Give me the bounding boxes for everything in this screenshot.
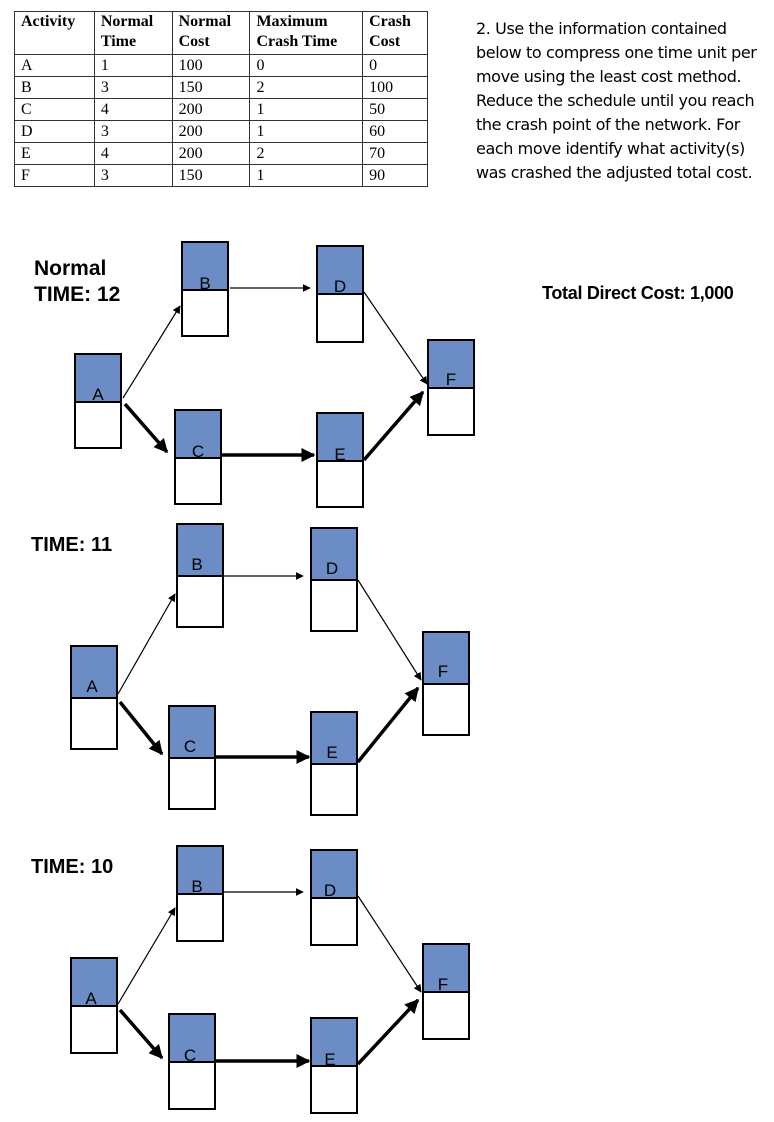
- arrow-a-b: [117, 593, 176, 695]
- header-activity: Activity: [14, 11, 95, 55]
- activity-node-e: E: [310, 1017, 358, 1114]
- activity-node-e: E: [310, 711, 358, 816]
- node-label: E: [334, 445, 345, 464]
- activity-node-e: E: [316, 412, 364, 508]
- table-row: C 4 200 1 50: [14, 98, 428, 121]
- node-label: A: [92, 385, 104, 404]
- node-label: C: [184, 737, 196, 756]
- table-row: F 3 150 1 90: [14, 164, 428, 187]
- node-label: A: [86, 677, 98, 696]
- table-cell: 200: [171, 98, 251, 121]
- node-label: B: [199, 274, 210, 293]
- node-label: F: [438, 975, 448, 994]
- activity-node-a: A: [74, 353, 122, 449]
- node-label: D: [326, 559, 338, 578]
- node-label: E: [324, 1050, 335, 1069]
- arrow-a-b: [122, 305, 181, 399]
- normal-time-label: Normal TIME: 12: [34, 257, 121, 306]
- activity-node-d: D: [316, 245, 364, 343]
- activity-node-c: C: [168, 705, 216, 810]
- activity-node-a: A: [70, 645, 118, 750]
- table-cell: 100: [171, 54, 251, 77]
- activity-node-c: C: [174, 409, 222, 505]
- node-label: C: [192, 442, 204, 461]
- table-cell: F: [14, 164, 95, 187]
- arrow-d-f: [357, 579, 422, 681]
- node-label: B: [191, 555, 202, 574]
- arrow-e-f: [356, 686, 420, 764]
- activity-node-f: F: [427, 339, 475, 436]
- arrow-a-b: [117, 907, 176, 1005]
- node-label: A: [85, 989, 97, 1008]
- arrow-e-f: [362, 390, 425, 462]
- arrow-a-c: [118, 700, 164, 756]
- table-cell: 150: [171, 76, 251, 99]
- node-label: F: [446, 370, 456, 389]
- activity-node-f: F: [422, 943, 470, 1040]
- node-label: C: [184, 1046, 196, 1065]
- activity-node-c: C: [168, 1013, 216, 1110]
- time-10-label: TIME: 10: [31, 856, 114, 878]
- activity-node-b: B: [176, 845, 224, 942]
- network-diagram-time-10: A B C D E F: [70, 845, 470, 1114]
- activity-node-b: B: [176, 523, 224, 628]
- node-label: F: [438, 662, 448, 681]
- table-row: D 3 200 1 60: [14, 120, 428, 143]
- node-label: D: [324, 881, 336, 900]
- arrow-d-f: [357, 895, 422, 993]
- table-cell: 150: [171, 164, 251, 187]
- node-label: B: [191, 877, 202, 896]
- table-cell: 3: [93, 164, 173, 187]
- activity-node-b: B: [181, 241, 229, 337]
- activity-node-a: A: [70, 957, 118, 1054]
- activity-node-d: D: [310, 849, 358, 946]
- table-cell: 90: [362, 164, 428, 187]
- node-label: D: [334, 277, 346, 296]
- network-diagram-normal: A B C D E F: [74, 241, 475, 508]
- node-label: E: [326, 743, 337, 762]
- instructions-text: 2. Use the information contained below t…: [476, 19, 757, 182]
- arrow-d-f: [363, 291, 428, 385]
- activity-node-d: D: [310, 527, 358, 632]
- activity-node-f: F: [422, 631, 470, 736]
- arrow-a-c: [123, 402, 169, 454]
- table-cell: 200: [171, 120, 251, 143]
- table-row: E 4 200 2 70: [14, 142, 428, 165]
- arrow-a-c: [118, 1008, 164, 1060]
- time-11-label: TIME: 11: [31, 534, 113, 556]
- table-cell: 50: [362, 98, 428, 121]
- total-direct-cost: Total Direct Cost: 1,000: [542, 283, 734, 303]
- network-diagram-time-11: A B C D E F: [70, 523, 470, 816]
- arrow-e-f: [356, 998, 420, 1066]
